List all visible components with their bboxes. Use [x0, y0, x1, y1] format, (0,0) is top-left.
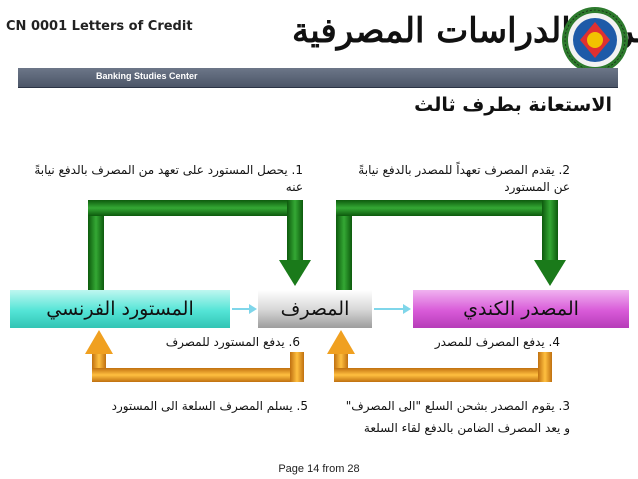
step1-line2: عنه — [285, 180, 303, 194]
step2-note: 2. يقدم المصرف تعهداً للمصدر بالدفع نياب… — [358, 162, 570, 196]
banner-text: Banking Studies Center — [96, 71, 198, 81]
page-number: Page 14 from 28 — [278, 463, 360, 475]
arrow-step2 — [336, 200, 566, 290]
header-banner: Banking Studies Center — [18, 68, 618, 88]
step4-note: 4. يدفع المصرف للمصدر — [434, 335, 560, 349]
step2-line1: 2. يقدم المصرف تعهداً للمصدر بالدفع نياب… — [358, 163, 570, 177]
slide-title: الاستعانة بطرف ثالث — [414, 94, 612, 116]
step3-line1: 3. يقوم المصدر بشحن السلع "الى المصرف" — [345, 399, 570, 413]
step5-note: 5. يسلم المصرف السلعة الى المستورد — [111, 399, 308, 413]
step3-line2: و يعد المصرف الضامن بالدفع لقاء السلعة — [363, 421, 570, 435]
course-code: CN 0001 Letters of Credit — [6, 19, 193, 34]
bank-box: المصرف — [258, 290, 372, 328]
step6-note: 6. يدفع المستورد للمصرف — [165, 335, 300, 349]
arrow-step6 — [85, 330, 304, 382]
step3-note: 3. يقوم المصدر بشحن السلع "الى المصرف" و… — [346, 398, 570, 437]
arrow-step1 — [88, 200, 311, 290]
connector-bank-exporter — [374, 304, 411, 314]
step1-line1: 1. يحصل المستورد على تعهد من المصرف بالد… — [34, 163, 303, 177]
step2-line2: عن المستورد — [504, 180, 570, 194]
importer-box: المستورد الفرنسي — [10, 290, 230, 328]
connector-importer-bank — [232, 304, 257, 314]
arrow-step4 — [327, 330, 552, 382]
step1-note: 1. يحصل المستورد على تعهد من المصرف بالد… — [34, 162, 303, 196]
exporter-box: المصدر الكندي — [413, 290, 629, 328]
center-logo — [560, 5, 630, 75]
